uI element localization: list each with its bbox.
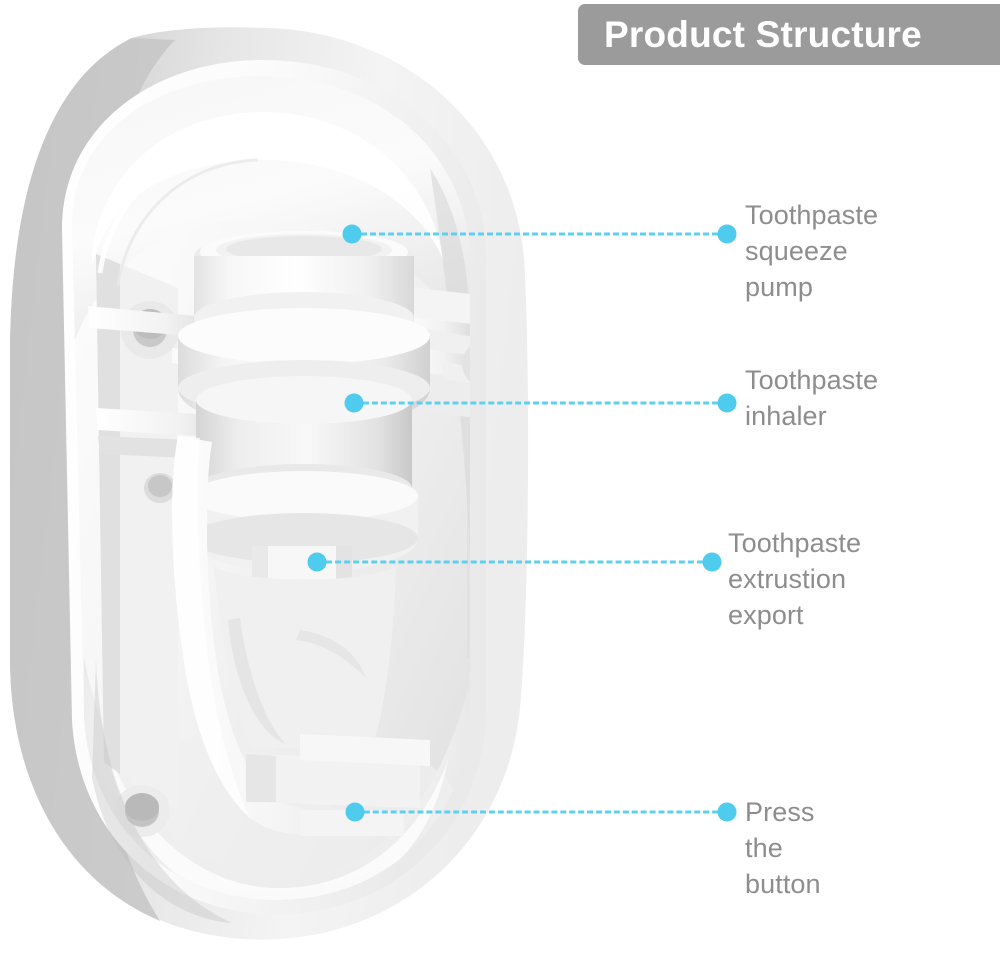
callout-line-2	[354, 401, 727, 405]
callout-label-toothpaste-extrustion-export: Toothpaste extrustion export	[728, 528, 862, 630]
callout-label-toothpaste-inhaler: Toothpaste inhaler	[745, 365, 879, 431]
callout-label-toothpaste-squeeze-pump: Toothpaste squeeze pump	[745, 200, 879, 302]
callout-dot-start-3	[307, 552, 327, 572]
callout-line-1	[352, 232, 727, 236]
callout-line-3	[317, 560, 712, 564]
callout-dot-end-3	[702, 552, 722, 572]
callout-dot-start-4	[345, 802, 365, 822]
page-title: Product Structure	[604, 14, 922, 55]
right-hook-loop	[420, 328, 470, 389]
callout-dot-start-1	[342, 224, 362, 244]
bottom-button-plate	[246, 754, 420, 808]
product-structure-banner: Product Structure	[578, 4, 1000, 65]
press-button-lever	[172, 436, 404, 836]
callout-dot-start-2	[344, 393, 364, 413]
callout-dot-end-1	[717, 224, 737, 244]
callout-line-4	[355, 810, 727, 814]
callout-dot-end-2	[717, 393, 737, 413]
callout-label-press-the-button: Press the button	[745, 797, 821, 899]
callout-dot-end-4	[717, 802, 737, 822]
product-photo	[0, 18, 560, 953]
